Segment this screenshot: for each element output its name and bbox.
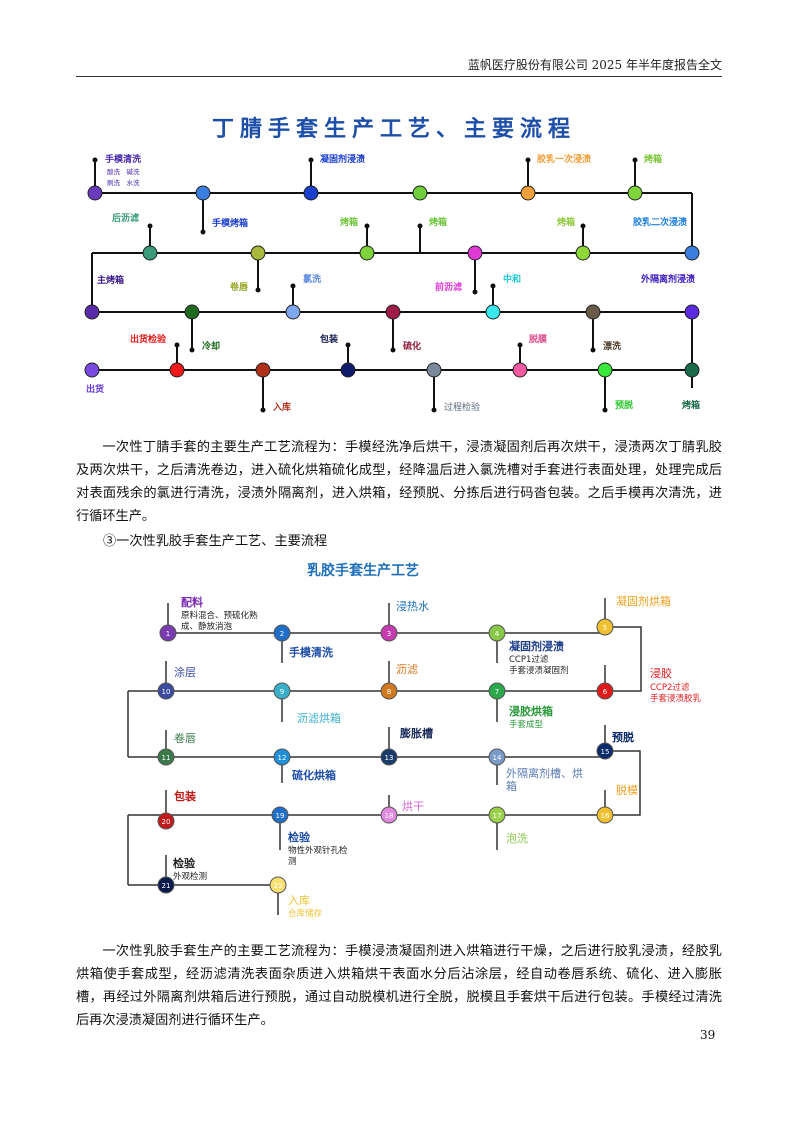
svg-text:凝固剂浸渍: 凝固剂浸渍 <box>509 639 564 653</box>
svg-text:CCP1过滤: CCP1过滤 <box>509 654 549 665</box>
svg-text:烤箱: 烤箱 <box>644 153 662 165</box>
svg-text:泡洗: 泡洗 <box>506 831 528 845</box>
svg-text:配料: 配料 <box>181 595 203 609</box>
svg-text:刷洗 水洗: 刷洗 水洗 <box>107 178 140 187</box>
svg-text:主烤箱: 主烤箱 <box>97 274 124 286</box>
diagram2-title: 乳胶手套生产工艺 <box>307 562 419 579</box>
svg-text:外观检测: 外观检测 <box>173 871 207 882</box>
svg-text:检验: 检验 <box>173 856 196 870</box>
header-rule <box>76 76 722 77</box>
svg-text:漂洗: 漂洗 <box>603 340 621 352</box>
svg-text:烤箱: 烤箱 <box>340 216 358 228</box>
svg-text:胶乳二次浸渍: 胶乳二次浸渍 <box>633 216 687 228</box>
svg-text:出货检验: 出货检验 <box>130 333 167 345</box>
svg-text:CCP2过滤: CCP2过滤 <box>650 682 690 693</box>
svg-text:15: 15 <box>601 748 610 756</box>
svg-text:手模清洗: 手模清洗 <box>105 153 141 165</box>
page-number: 39 <box>700 1028 716 1042</box>
svg-text:16: 16 <box>601 812 610 820</box>
svg-text:物性外观针孔检: 物性外观针孔检 <box>288 845 348 856</box>
svg-text:浸胶: 浸胶 <box>650 666 672 680</box>
svg-text:2: 2 <box>280 630 284 638</box>
svg-text:21: 21 <box>162 882 171 890</box>
svg-text:膨胀槽: 膨胀槽 <box>399 726 433 740</box>
svg-text:凝固剂浸渍: 凝固剂浸渍 <box>320 153 365 165</box>
svg-text:3: 3 <box>387 630 391 638</box>
svg-text:硫化: 硫化 <box>403 340 421 352</box>
svg-text:硫化烘箱: 硫化烘箱 <box>292 768 336 782</box>
svg-text:预脱: 预脱 <box>615 399 633 411</box>
page-header: 蓝帆医疗股份有限公司 2025 年半年度报告全文 <box>467 58 722 72</box>
svg-text:8: 8 <box>387 688 391 696</box>
svg-text:箱: 箱 <box>506 779 517 793</box>
svg-text:原料混合、预硫化熟: 原料混合、预硫化熟 <box>181 610 258 621</box>
svg-text:凝固剂烘箱: 凝固剂烘箱 <box>616 594 671 608</box>
svg-text:19: 19 <box>276 812 285 820</box>
svg-text:沥滤: 沥滤 <box>396 663 418 676</box>
svg-text:22: 22 <box>274 882 283 890</box>
svg-text:冷却: 冷却 <box>202 340 220 352</box>
svg-text:6: 6 <box>603 688 608 696</box>
svg-text:胶乳一次浸渍: 胶乳一次浸渍 <box>537 153 591 165</box>
paragraph-nitrile: 一次性丁腈手套的主要生产工艺流程为：手模经洗净后烘干，浸渍凝固剂后再次烘干，浸渍… <box>76 440 722 524</box>
svg-text:手套成型: 手套成型 <box>509 719 544 730</box>
svg-text:手模清洗: 手模清洗 <box>289 645 333 659</box>
svg-text:仓库储存: 仓库储存 <box>288 908 323 919</box>
svg-text:9: 9 <box>280 688 284 696</box>
latex-process-diagram: 乳胶手套生产工艺 <box>127 562 702 919</box>
svg-text:过程检验: 过程检验 <box>444 401 480 413</box>
svg-text:20: 20 <box>162 818 171 826</box>
svg-text:烤箱: 烤箱 <box>557 216 575 228</box>
svg-text:浸热水: 浸热水 <box>396 600 429 613</box>
svg-text:卷唇: 卷唇 <box>174 731 196 745</box>
svg-text:测: 测 <box>288 857 297 867</box>
svg-text:后沥滤: 后沥滤 <box>112 212 139 224</box>
svg-text:包装: 包装 <box>173 789 196 803</box>
svg-text:烤箱: 烤箱 <box>429 216 447 228</box>
svg-text:检验: 检验 <box>288 830 311 844</box>
svg-text:涂层: 涂层 <box>174 665 196 679</box>
svg-text:前沥滤: 前沥滤 <box>435 281 462 293</box>
svg-text:入库: 入库 <box>272 401 291 413</box>
svg-text:氯洗: 氯洗 <box>303 273 321 285</box>
svg-text:13: 13 <box>385 754 394 762</box>
nitrile-process-diagram: 丁腈手套生产工艺、主要流程 <box>84 116 700 413</box>
svg-text:手套浸渍胶乳: 手套浸渍胶乳 <box>650 693 702 704</box>
svg-text:浸胶烘箱: 浸胶烘箱 <box>509 704 553 718</box>
svg-text:预脱: 预脱 <box>612 730 634 744</box>
svg-text:1: 1 <box>166 630 170 638</box>
svg-text:外隔离剂浸渍: 外隔离剂浸渍 <box>640 273 695 285</box>
svg-text:出货: 出货 <box>86 383 104 395</box>
paragraph-latex: 一次性乳胶手套生产的主要工艺流程为：手模浸渍凝固剂进入烘箱进行干燥，之后进行胶乳… <box>76 944 722 1028</box>
svg-text:卷唇: 卷唇 <box>229 281 249 293</box>
svg-text:成、静放消泡: 成、静放消泡 <box>181 621 233 632</box>
svg-text:沥滤烘箱: 沥滤烘箱 <box>297 711 341 725</box>
svg-text:烘干: 烘干 <box>402 799 424 813</box>
svg-text:4: 4 <box>495 630 500 638</box>
svg-text:酸洗 碱洗: 酸洗 碱洗 <box>107 167 140 176</box>
svg-text:中和: 中和 <box>503 273 521 285</box>
svg-text:脱膜: 脱膜 <box>529 333 548 345</box>
svg-text:包装: 包装 <box>319 333 339 345</box>
svg-text:7: 7 <box>495 688 499 696</box>
subsection-heading: ③一次性乳胶手套生产工艺、主要流程 <box>103 534 328 549</box>
svg-text:14: 14 <box>493 754 502 762</box>
svg-text:5: 5 <box>603 624 607 632</box>
svg-text:手套浸渍凝固剂: 手套浸渍凝固剂 <box>509 665 569 676</box>
svg-text:入库: 入库 <box>288 894 310 907</box>
svg-text:烤箱: 烤箱 <box>682 399 700 411</box>
svg-text:手模烤箱: 手模烤箱 <box>212 217 248 229</box>
svg-text:18: 18 <box>385 812 394 820</box>
svg-text:12: 12 <box>278 754 287 762</box>
svg-text:脱模: 脱模 <box>616 783 638 797</box>
svg-text:外隔离剂槽、烘: 外隔离剂槽、烘 <box>506 766 583 780</box>
diagram1-title: 丁腈手套生产工艺、主要流程 <box>212 116 576 142</box>
svg-text:11: 11 <box>162 754 171 762</box>
svg-text:10: 10 <box>162 688 171 696</box>
svg-text:17: 17 <box>493 812 502 820</box>
